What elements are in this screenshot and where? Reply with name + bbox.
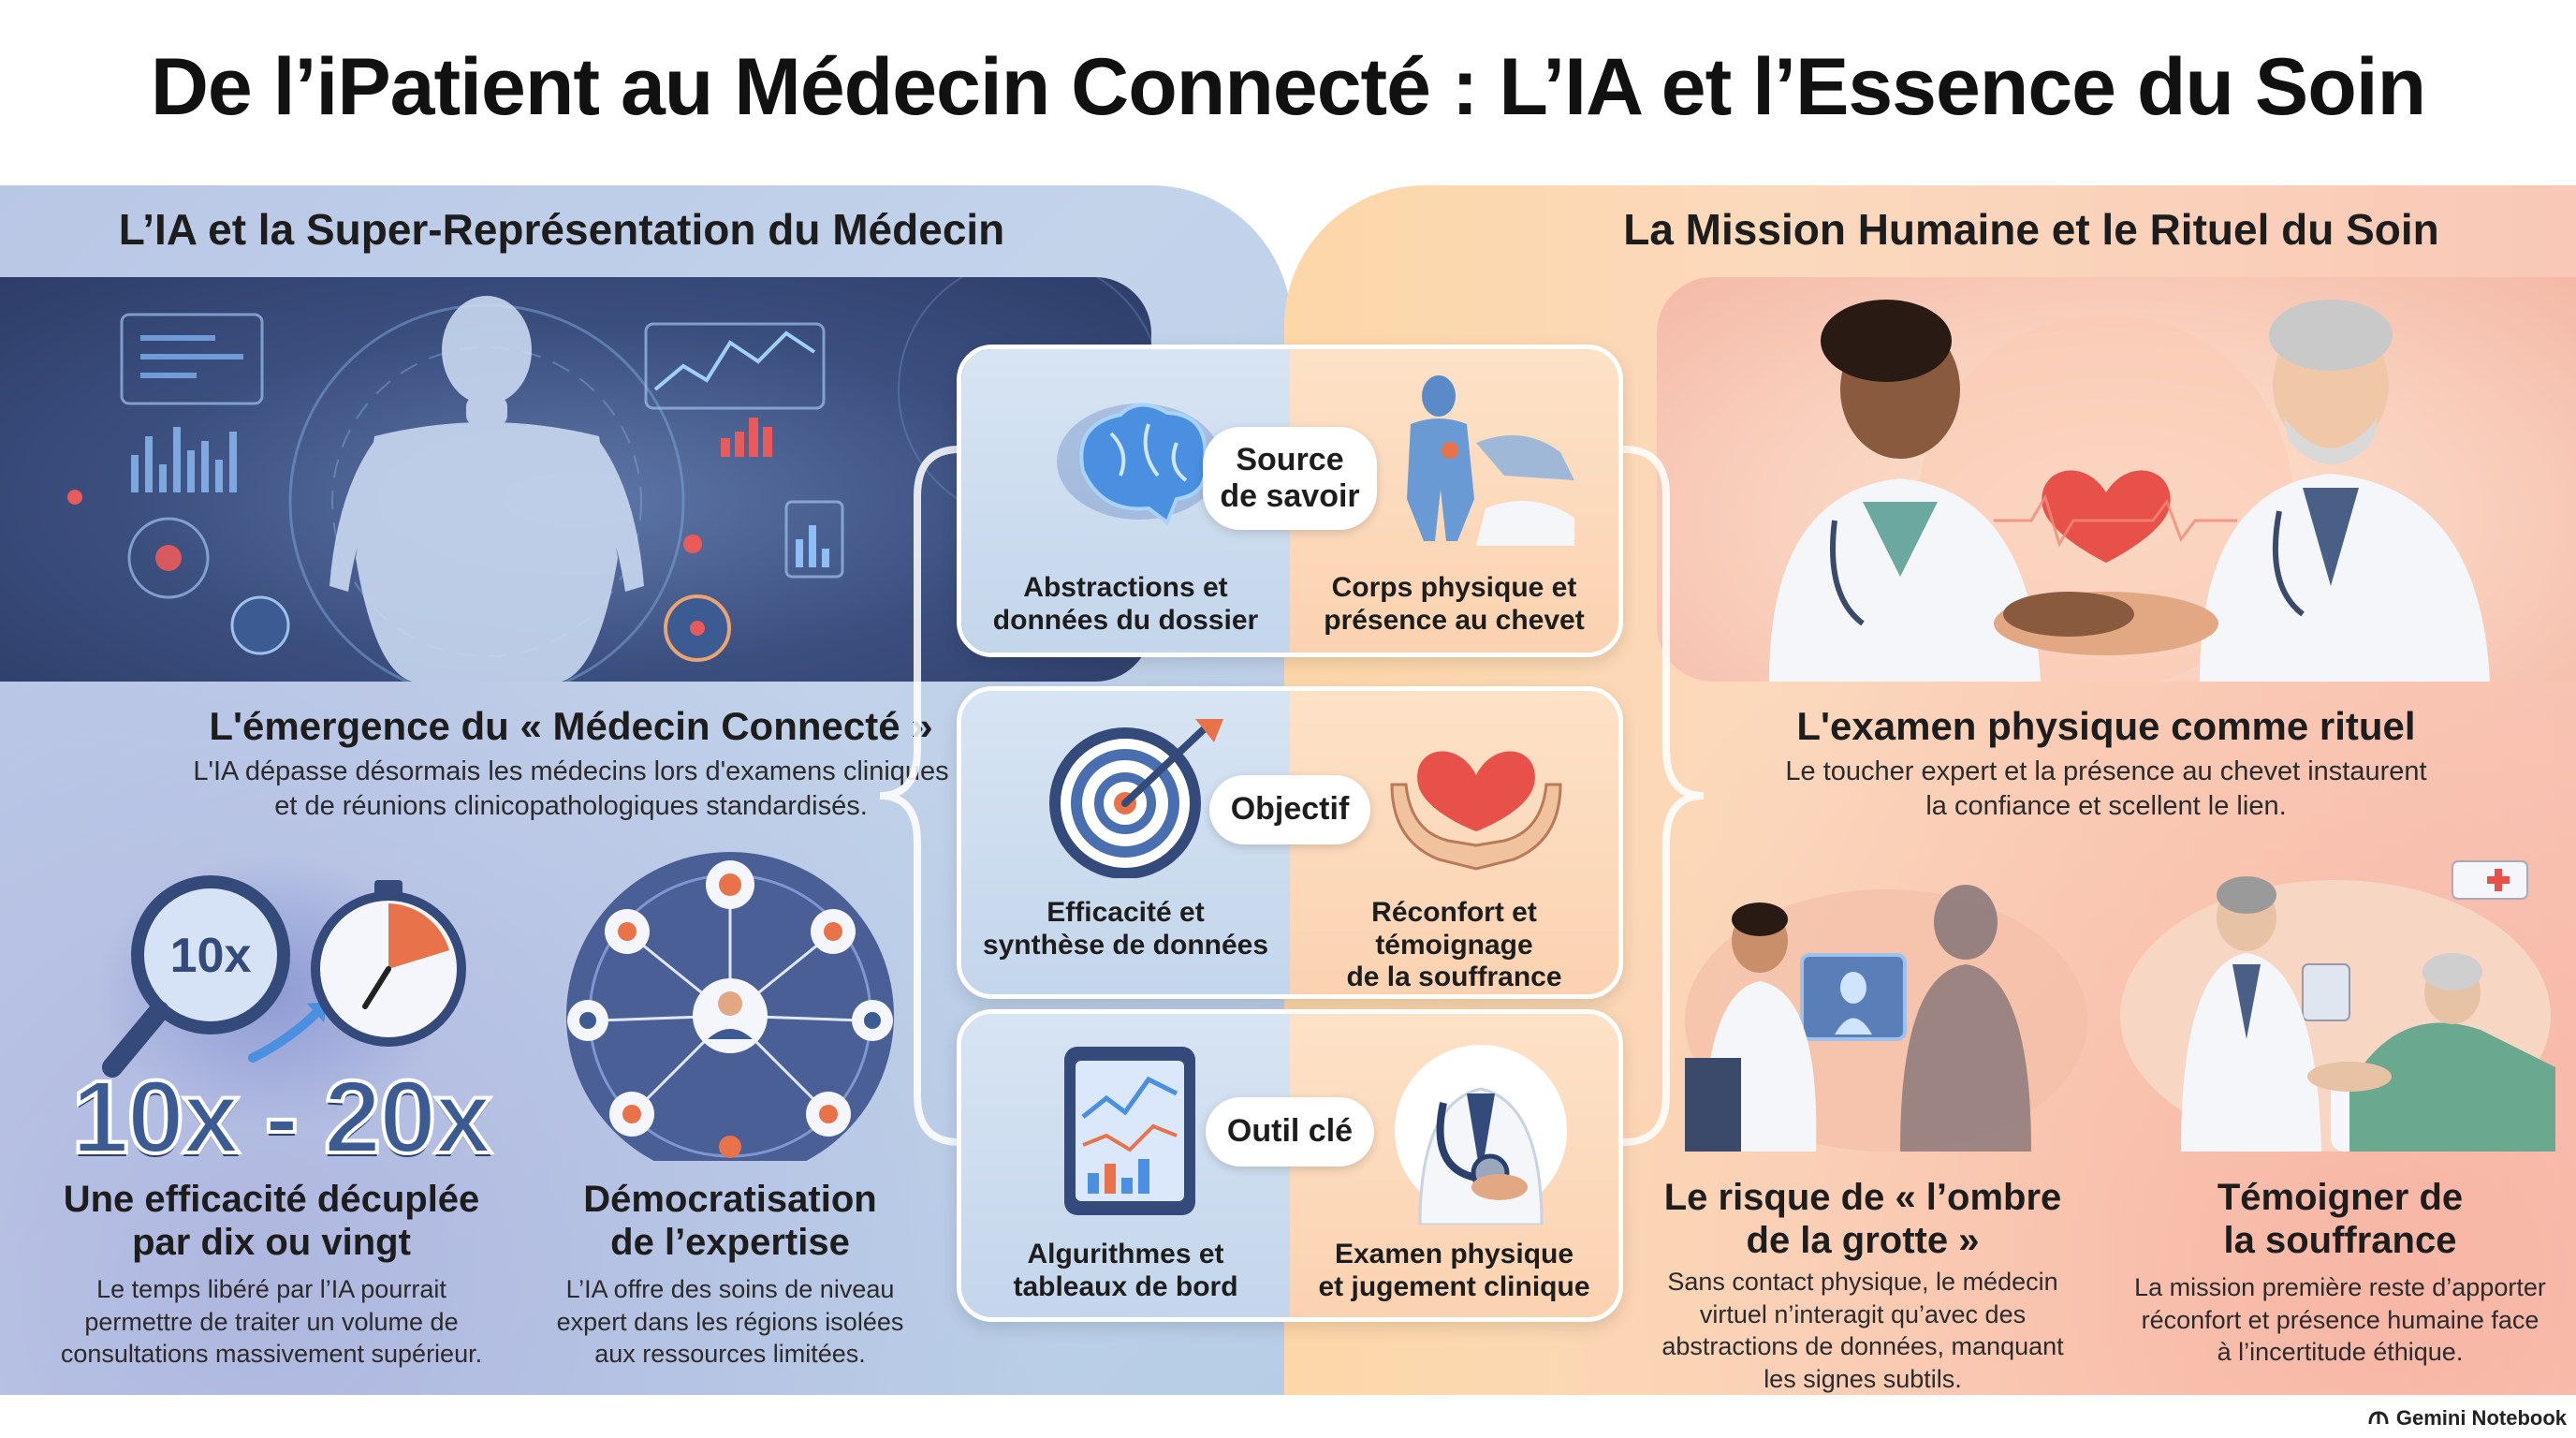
card-caption-line: Abstractions et [1023, 572, 1228, 603]
democratisation-title-line: de l’expertise [610, 1222, 850, 1263]
emergence-text-line: L'IA dépasse désormais les médecins lors… [193, 756, 949, 786]
democratisation-text-line: expert dans les régions isolées [556, 1307, 904, 1336]
brain-icon [1057, 403, 1222, 526]
comparison-card-knowledge: Abstractions et données du dossier Corps… [957, 345, 1623, 657]
democratisation-title: Démocratisation de l’expertise [524, 1178, 936, 1264]
democratisation-text: L’IA offre des soins de niveau expert da… [524, 1273, 936, 1371]
left-brace [879, 446, 963, 1146]
ritual-text-line: Le toucher expert et la présence au chev… [1785, 756, 2427, 786]
emergence-text: L'IA dépasse désormais les médecins lors… [56, 755, 1086, 824]
tablet-dashboard-icon [1064, 1047, 1195, 1215]
efficiency-text-line: consultations massivement supérieur. [60, 1340, 483, 1369]
cave-text: Sans contact physique, le médecin virtue… [1638, 1266, 2087, 1395]
virtual-doctor-illustration [1685, 885, 2087, 1152]
expert-network-illustration [566, 852, 894, 1161]
cave-text-line: abstractions de données, manquant [1661, 1332, 2064, 1361]
democratisation-title-line: Démocratisation [583, 1179, 877, 1220]
footer-brand: Gemini Notebook [2368, 1406, 2567, 1431]
heart-hands-icon [1390, 751, 1562, 871]
card-caption-line: tableaux de bord [1013, 1270, 1238, 1302]
efficiency-title: Une efficacité décuplée par dix ou vingt [37, 1178, 505, 1264]
witness-text-line: La mission première reste d’apporter [2134, 1273, 2546, 1301]
card-right-caption: Réconfort et témoignage de la souffrance [1290, 897, 1618, 994]
cave-text-line: les signes subtils. [1764, 1364, 1962, 1393]
cave-title: Le risque de « l’ombre de la grotte » [1647, 1176, 2078, 1262]
card-caption-line: Examen physique [1334, 1239, 1574, 1269]
card-left-caption: Abstractions et données du dossier [961, 572, 1290, 637]
ritual-text: Le toucher expert et la présence au chev… [1647, 755, 2565, 824]
target-icon [1049, 719, 1223, 878]
cave-text-line: Sans contact physique, le médecin [1667, 1268, 2058, 1296]
card-caption-line: présence au chevet [1324, 604, 1585, 636]
card-left-caption: Algurithmes et tableaux de bord [961, 1239, 1290, 1303]
left-panel-heading: L’IA et la Super-Représentation du Médec… [118, 205, 1005, 254]
democratisation-text-line: L’IA offre des soins de niveau [565, 1275, 895, 1303]
witness-text-line: réconfort et présence humaine face [2141, 1305, 2539, 1334]
efficiency-title-line: Une efficacité décuplée [63, 1179, 480, 1220]
card-label-line: de savoir [1220, 478, 1360, 514]
doctors-heart-illustration [1657, 277, 2576, 682]
witness-title-line: Témoigner de [2217, 1177, 2464, 1218]
democratisation-text-line: aux ressources limitées. [594, 1340, 866, 1369]
card-caption-line: Efficacité et [1046, 897, 1205, 928]
card-left-caption: Efficacité et synthèse de données [961, 897, 1290, 961]
witness-title-line: la souffrance [2223, 1220, 2457, 1261]
page-title: De l’iPatient au Médecin Connecté : L’IA… [150, 42, 2426, 132]
card-caption-line: synthèse de données [982, 929, 1269, 961]
cave-title-line: de la grotte » [1746, 1220, 1980, 1261]
cave-text-line: virtuel n’interagit qu’avec des [1699, 1299, 2027, 1328]
magnifier-stopwatch-illustration: 10x [102, 875, 466, 1078]
card-label-line: Source [1236, 441, 1344, 477]
card-right-caption: Examen physique et jugement clinique [1290, 1239, 1618, 1303]
footer-brand-label: Gemini Notebook [2395, 1406, 2567, 1430]
stethoscope-icon [1395, 1045, 1567, 1225]
card-right-caption: Corps physique et présence au chevet [1290, 572, 1618, 637]
card-caption-line: Réconfort et témoignage [1371, 897, 1537, 961]
witness-title: Témoigner de la souffrance [2125, 1176, 2555, 1262]
right-brace [1620, 446, 1705, 1146]
efficiency-title-line: par dix ou vingt [132, 1222, 411, 1263]
witness-text: La mission première reste d’apporter réc… [2106, 1271, 2574, 1369]
card-caption-line: données du dossier [992, 604, 1259, 636]
efficiency-text-line: Le temps libéré par l’IA pourrait [96, 1275, 446, 1303]
efficiency-text: Le temps libéré par l’IA pourrait permet… [28, 1273, 515, 1371]
card-label-tool: Outil clé [1206, 1097, 1374, 1167]
card-caption-line: Corps physique et [1331, 572, 1577, 603]
emergence-text-line: et de réunions clinicopathologiques stan… [274, 791, 868, 822]
card-caption-line: de la souffrance [1346, 961, 1562, 992]
card-label-objective: Objectif [1209, 775, 1370, 844]
card-label-knowledge: Source de savoir [1203, 427, 1377, 530]
right-panel-heading: La Mission Humaine et le Rituel du Soin [1623, 205, 2439, 254]
bedside-care-illustration [2120, 860, 2555, 1152]
efficiency-text-line: permettre de traiter un volume de [84, 1307, 459, 1336]
ritual-title: L'examen physique comme rituel [1796, 704, 2416, 748]
card-caption-line: et jugement clinique [1318, 1270, 1590, 1302]
cave-title-line: Le risque de « l’ombre [1663, 1177, 2062, 1218]
card-caption-line: Algurithmes et [1027, 1239, 1224, 1269]
emergence-title: L'émergence du « Médecin Connecté » [209, 704, 933, 748]
efficiency-big-number: 10x - 20x [70, 1058, 494, 1177]
witness-text-line: à l’incertitude éthique. [2217, 1338, 2464, 1367]
patient-body-icon [1407, 375, 1574, 546]
efficiency-badge: 10x [170, 929, 252, 983]
brand-logo-icon [2368, 1411, 2389, 1425]
ritual-text-line: la confiance et scellent le lien. [1925, 791, 2287, 822]
